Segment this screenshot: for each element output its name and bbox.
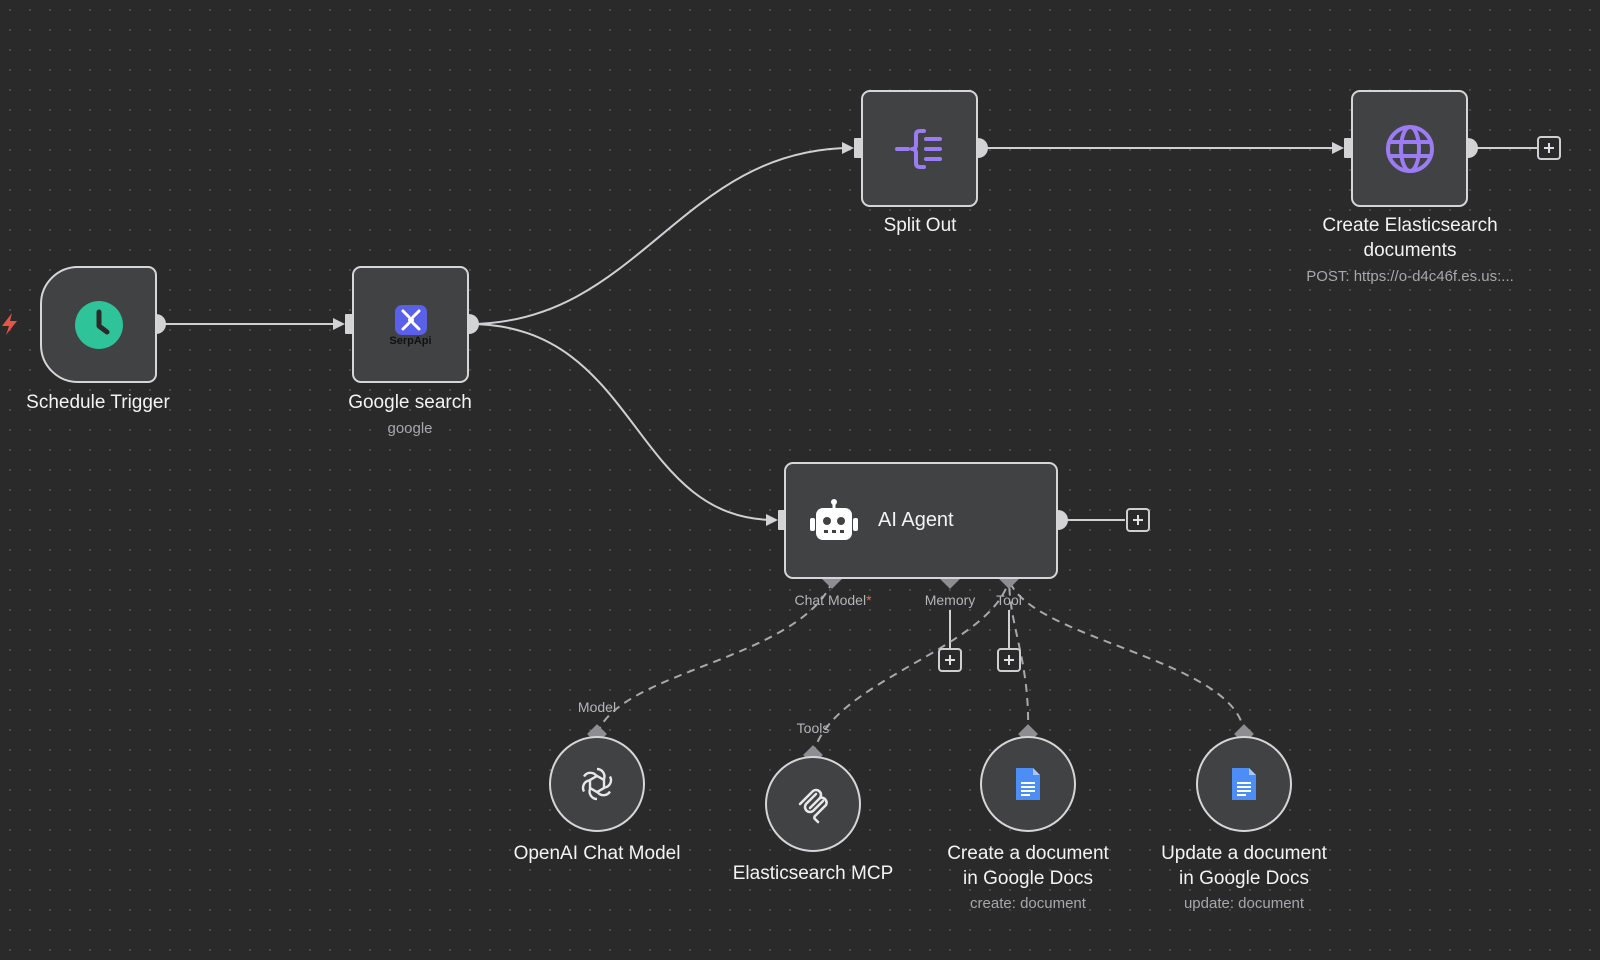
schedule-trigger-title: Schedule Trigger (26, 392, 170, 413)
split-out-icon (894, 128, 942, 169)
google-search-title: Google search (348, 392, 472, 413)
add-memory-button[interactable] (938, 648, 962, 672)
openai-chat-model-title: OpenAI Chat Model (513, 843, 681, 864)
create-elasticsearch-subtitle: POST: https://o-d4c46f.es.us:... (1306, 268, 1514, 285)
google-search-subtitle: google (387, 420, 433, 437)
split-out-title: Split Out (883, 215, 957, 236)
google-search-node[interactable]: SerpApi (352, 266, 469, 383)
ai-agent-title: AI Agent (878, 509, 954, 531)
openai-logo (581, 767, 613, 801)
agent-port-label-chat-model: Chat Model* (794, 592, 872, 608)
update-google-doc-subtitle: update: document (1183, 895, 1305, 912)
tools-port-label: Tools (796, 720, 830, 736)
add-node-after-es-button[interactable] (1537, 136, 1561, 160)
dashed-mcp-to-agent (812, 579, 1010, 756)
agent-port-label-memory: Memory (924, 592, 976, 608)
google-docs-icon (1016, 768, 1040, 800)
add-node-after-agent-button[interactable] (1126, 508, 1150, 532)
google-docs-icon (1232, 768, 1256, 800)
update-google-doc-node[interactable] (1196, 736, 1292, 832)
plus-icon (1544, 143, 1554, 153)
create-elasticsearch-documents-node[interactable] (1351, 90, 1468, 207)
elasticsearch-mcp-node[interactable] (765, 756, 861, 852)
schedule-trigger-node[interactable] (40, 266, 157, 383)
agent-port-label-tool: Tool (996, 592, 1022, 608)
connection-search-to-agent[interactable] (468, 323, 776, 521)
add-tool-button[interactable] (997, 648, 1021, 672)
serpapi-logo-text: SerpApi (389, 334, 432, 347)
openai-chat-model-node[interactable] (549, 736, 645, 832)
connection-search-to-splitout[interactable] (468, 147, 853, 325)
update-google-doc-title: Update a document in Google Docs (1161, 843, 1327, 889)
mcp-logo (798, 788, 828, 824)
dashed-update-gdoc-to-agent (1008, 579, 1245, 735)
create-elasticsearch-title: Create Elasticsearch documents (1322, 215, 1498, 261)
model-port-label: Model (577, 699, 617, 715)
plus-icon (1004, 655, 1014, 665)
plus-icon (945, 655, 955, 665)
serpapi-logo (394, 304, 427, 335)
lightning-bolt-icon (0, 312, 20, 341)
ai-agent-node[interactable]: AI Agent (784, 462, 1058, 579)
create-google-doc-subtitle: create: document (970, 895, 1086, 912)
create-google-doc-title: Create a document in Google Docs (947, 843, 1109, 889)
globe-icon (1385, 124, 1434, 173)
create-google-doc-node[interactable] (980, 736, 1076, 832)
split-out-node[interactable] (861, 90, 978, 207)
clock-icon (74, 300, 123, 349)
elasticsearch-mcp-title: Elasticsearch MCP (732, 863, 894, 884)
robot-icon (810, 498, 858, 540)
plus-icon (1133, 515, 1143, 525)
dashed-model-to-agent (596, 579, 834, 735)
